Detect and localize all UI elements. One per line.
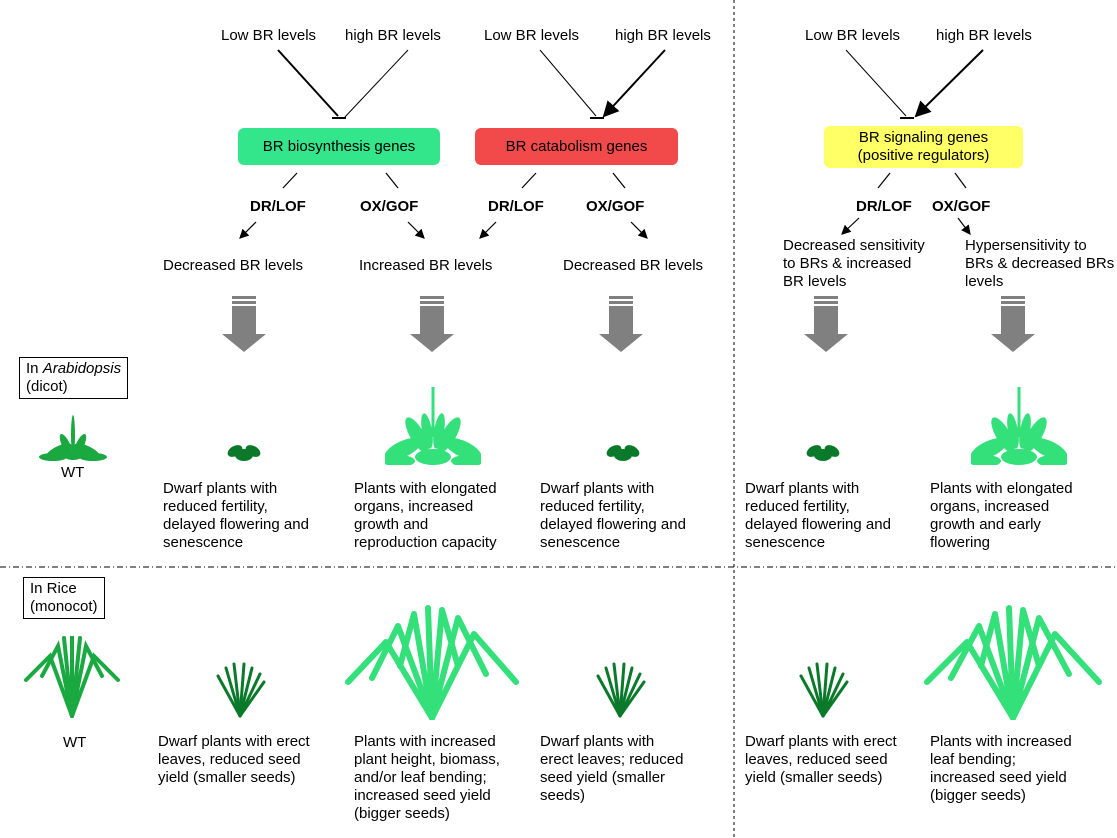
low-br-label-3: Low BR levels bbox=[805, 27, 901, 44]
arabidopsis-tall-plant-2 bbox=[971, 387, 1067, 465]
gray-arrow-3 bbox=[599, 296, 643, 352]
rice-text-2: Plants with increased plant height, biom… bbox=[354, 733, 500, 822]
rice-dwarf-plant-2 bbox=[596, 662, 646, 718]
high-br-label-3: high BR levels bbox=[936, 27, 1032, 44]
high-br-label-1: high BR levels bbox=[345, 27, 441, 44]
drlof-label-3: DR/LOF bbox=[856, 198, 912, 215]
oxgof-label-3: OX/GOF bbox=[932, 198, 991, 215]
wt-label-rice: WT bbox=[63, 734, 87, 751]
arabidopsis-text-4: Dwarf plants with reduced fertility, del… bbox=[745, 480, 891, 551]
arabidopsis-text-3: Dwarf plants with reduced fertility, del… bbox=[540, 480, 686, 551]
rice-text-3: Dwarf plants with erect leaves; reduced … bbox=[540, 733, 684, 804]
rice-tall-plant-2 bbox=[924, 605, 1102, 720]
biosynthesis-genes-label: BR biosynthesis genes bbox=[262, 137, 416, 155]
biosynthesis-genes-box: BR biosynthesis genes bbox=[238, 128, 440, 165]
high-arrow-2 bbox=[602, 49, 666, 118]
oxgof-label-1: OX/GOF bbox=[360, 198, 419, 215]
drlof-label-1: DR/LOF bbox=[250, 198, 306, 215]
arabidopsis-pre: In bbox=[26, 360, 43, 377]
rice-text-1: Dwarf plants with erect leaves, reduced … bbox=[158, 733, 310, 786]
arabidopsis-dwarf-plant-1 bbox=[227, 445, 261, 461]
signaling-genes-box: BR signaling genes (positive regulators) bbox=[824, 126, 1023, 168]
rice-text-4: Dwarf plants with erect leaves, reduced … bbox=[745, 733, 897, 786]
signaling-genes-label: BR signaling genes bbox=[858, 129, 989, 146]
wt-label-arabidopsis: WT bbox=[61, 464, 85, 481]
low-inhibit-3 bbox=[845, 49, 907, 117]
oxgof-label-2: OX/GOF bbox=[586, 198, 645, 215]
gray-arrow-2 bbox=[410, 296, 454, 352]
arabidopsis-text-1: Dwarf plants with reduced fertility, del… bbox=[163, 480, 309, 551]
low-br-label-1: Low BR levels bbox=[221, 27, 317, 44]
rice-dwarf-plant-1 bbox=[216, 662, 266, 718]
gray-arrow-1 bbox=[222, 296, 266, 352]
signaling-genes-sublabel: (positive regulators) bbox=[857, 147, 990, 164]
rice-wt-plant bbox=[24, 636, 120, 718]
arabidopsis-text-2: Plants with elongated organs, increased … bbox=[354, 480, 497, 551]
outcome-signaling-decreased: Decreased sensitivity to BRs & increased… bbox=[783, 237, 925, 290]
arabidopsis-dwarf-plant-2 bbox=[606, 445, 640, 461]
catabolism-genes-label: BR catabolism genes bbox=[505, 137, 648, 155]
arabidopsis-italic: Arabidopsis bbox=[42, 360, 122, 377]
outcome-decreased-1: Decreased BR levels bbox=[163, 257, 304, 274]
arabidopsis-text-5: Plants with elongated organs, increased … bbox=[930, 480, 1073, 551]
high-inhibit-1 bbox=[343, 49, 409, 119]
low-arrow-1 bbox=[277, 49, 339, 117]
arabidopsis-dwarf-plant-3 bbox=[806, 445, 840, 461]
rice-dwarf-plant-3 bbox=[799, 662, 849, 718]
outcome-increased: Increased BR levels bbox=[359, 257, 493, 274]
outcome-signaling-increased: Hypersensitivity to BRs & decreased BRs … bbox=[965, 237, 1115, 290]
rice-text-5: Plants with increased leaf bending; incr… bbox=[930, 733, 1072, 804]
catabolism-genes-box: BR catabolism genes bbox=[475, 128, 678, 165]
high-br-label-2: high BR levels bbox=[615, 27, 711, 44]
gray-arrow-5 bbox=[991, 296, 1035, 352]
rice-tall-plant-1 bbox=[345, 605, 519, 720]
low-br-label-2: Low BR levels bbox=[484, 27, 580, 44]
high-arrow-3 bbox=[914, 49, 984, 118]
drlof-label-2: DR/LOF bbox=[488, 198, 544, 215]
low-inhibit-2 bbox=[539, 49, 597, 117]
arabidopsis-tall-plant-1 bbox=[385, 387, 481, 465]
arabidopsis-sub: (dicot) bbox=[26, 378, 68, 395]
arabidopsis-label: In Arabidopsis(dicot) bbox=[19, 357, 129, 399]
arabidopsis-wt-plant bbox=[39, 415, 107, 461]
gray-arrow-4 bbox=[804, 296, 848, 352]
outcome-decreased-2: Decreased BR levels bbox=[563, 257, 704, 274]
rice-label: In Rice (monocot) bbox=[23, 577, 105, 619]
